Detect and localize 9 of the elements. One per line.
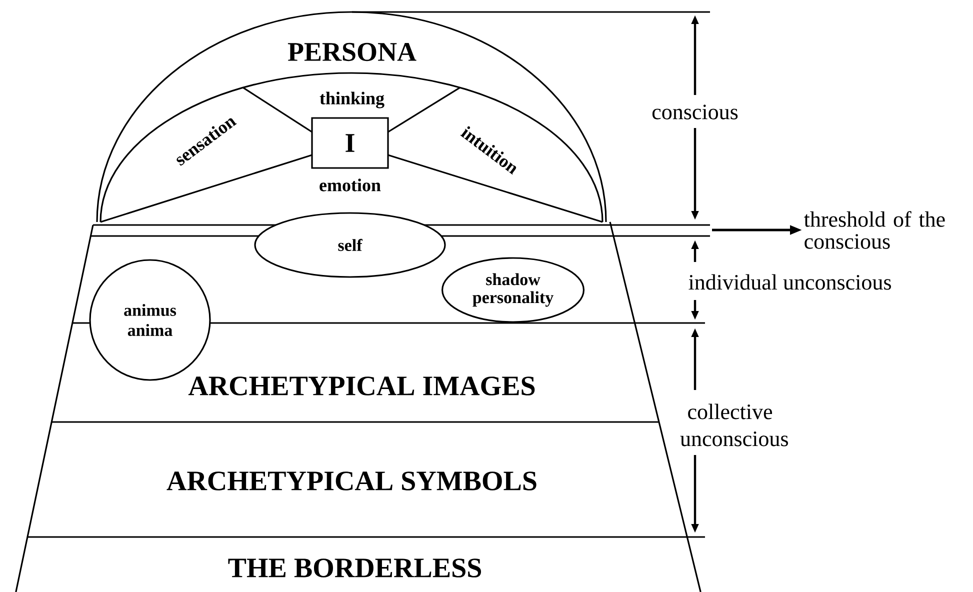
function-label: thinking [318,90,386,110]
layer-title: THE BORDERLESS [228,558,482,578]
zone-label: individual unconscious [687,273,893,291]
ego-box: I [311,117,389,169]
zone-label: collective unconscious [679,402,788,448]
zone-label: conscious [650,104,740,120]
layer-title: ARCHETYPICAL SYMBOLS [166,472,536,490]
threshold-text: threshold of the conscious [804,211,945,249]
function-label: emotion [318,178,382,192]
